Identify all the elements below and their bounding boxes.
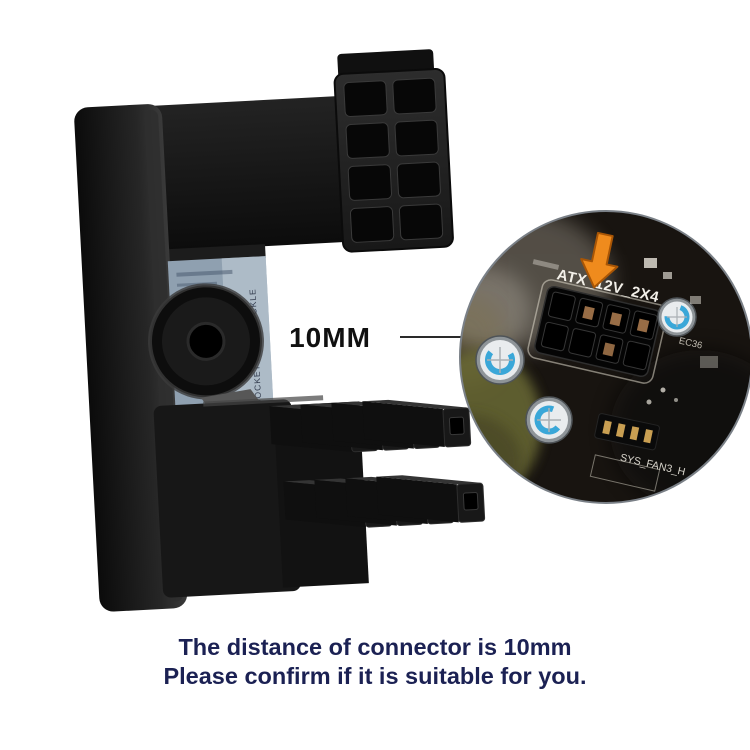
capacitor <box>525 396 573 444</box>
female-connector-block <box>333 67 454 253</box>
male-pin-row-bottom <box>283 475 486 528</box>
caption-line-2: Please confirm if it is suitable for you… <box>163 663 586 689</box>
component-label: EC36 <box>678 336 704 352</box>
down-arrow-icon <box>580 231 619 289</box>
male-pin-row-top <box>269 399 472 453</box>
female-connector-holes <box>343 77 444 243</box>
caption-line-1: The distance of connector is 10mm <box>178 634 571 660</box>
socket-holes <box>540 291 658 371</box>
fan-header <box>594 413 660 451</box>
rubber-grommet <box>147 283 264 400</box>
silkscreen-outline <box>527 279 668 384</box>
measurement-label: 10MM <box>289 322 371 353</box>
inset-zoom: ATX_12V_2X4 <box>459 210 750 504</box>
male-pin <box>376 475 486 523</box>
inset-circle-rim <box>459 210 750 504</box>
adapter-body: SOCKET MODE BUCKLE <box>74 49 486 612</box>
silkscreen-marks <box>532 258 718 492</box>
capacitor <box>475 335 525 385</box>
adapter-top-arm <box>139 95 359 253</box>
sticker-print-line <box>176 269 233 277</box>
capacitor <box>657 297 697 337</box>
male-pin <box>362 399 472 448</box>
